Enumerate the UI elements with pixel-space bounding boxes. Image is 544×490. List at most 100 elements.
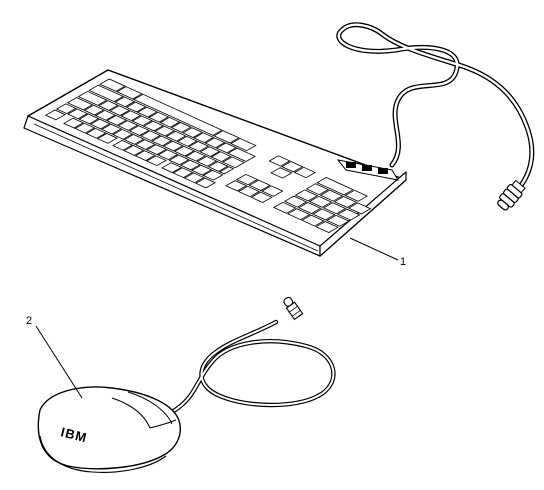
keyboard-key bbox=[305, 183, 330, 196]
mouse-illustration: IBM 2 bbox=[26, 296, 336, 473]
keyboard-key bbox=[123, 134, 145, 145]
mouse-callout-number: 2 bbox=[26, 315, 32, 327]
keyboard-key bbox=[215, 142, 237, 154]
keyboard-key bbox=[308, 195, 333, 208]
keyboard-key bbox=[100, 123, 122, 135]
keyboard-key bbox=[347, 202, 372, 215]
keyboard-keys bbox=[44, 78, 372, 233]
keyboard-key bbox=[66, 97, 94, 111]
keyboard-key bbox=[283, 195, 308, 208]
status-light bbox=[362, 165, 372, 171]
keyboard-key bbox=[176, 135, 198, 147]
keyboard-key bbox=[185, 150, 207, 162]
keyboard-key bbox=[106, 115, 128, 126]
keyboard-key bbox=[173, 145, 195, 157]
keyboard-key bbox=[188, 141, 210, 152]
keyboard-key bbox=[312, 208, 336, 221]
keyboard-right-edge bbox=[319, 171, 407, 257]
keyboard-key bbox=[322, 202, 347, 215]
keyboard-key bbox=[116, 86, 143, 100]
keyboard-key bbox=[207, 161, 229, 172]
keyboard-key bbox=[326, 214, 350, 227]
mouse-button-split bbox=[111, 397, 151, 429]
keyboard-key bbox=[131, 115, 153, 127]
keyboard-key bbox=[199, 146, 221, 157]
keyboard-key bbox=[134, 139, 156, 150]
keyboard-key bbox=[136, 106, 158, 118]
keyboard-key bbox=[63, 117, 84, 129]
keyboard-key bbox=[183, 172, 205, 184]
keyboard-key bbox=[294, 189, 319, 202]
keyboard-key bbox=[213, 130, 240, 144]
keyboard-key bbox=[218, 166, 235, 175]
keyboard-key bbox=[179, 159, 201, 171]
mouse-button-seam bbox=[149, 419, 177, 429]
keyboard-key bbox=[159, 116, 181, 128]
keyboard-key bbox=[146, 144, 168, 155]
keyboard-key bbox=[225, 180, 248, 192]
keyboard-key bbox=[182, 127, 203, 138]
keyboard-key bbox=[170, 122, 192, 133]
mouse-button-edge bbox=[127, 391, 173, 425]
keyboard-key bbox=[85, 127, 107, 139]
keyboard-key bbox=[195, 177, 216, 189]
keyboard-key bbox=[99, 78, 126, 92]
keyboard-key bbox=[161, 162, 183, 173]
keyboard-key bbox=[154, 125, 176, 137]
keyboard-key bbox=[140, 130, 161, 142]
keyboard-key bbox=[125, 101, 147, 113]
mouse-side bbox=[39, 435, 167, 473]
mouse-cable-inner bbox=[171, 321, 335, 413]
keyboard-key bbox=[145, 155, 167, 167]
svg-text:IBM: IBM bbox=[59, 424, 89, 445]
keyboard-key bbox=[55, 103, 77, 115]
keyboard-key bbox=[109, 105, 131, 116]
keyboard-key bbox=[250, 191, 273, 203]
keyboard-key bbox=[270, 167, 293, 179]
keyboard-key bbox=[142, 120, 164, 132]
keyboard-key bbox=[78, 113, 100, 125]
keyboard-key bbox=[97, 100, 119, 111]
keyboard-callout-leader bbox=[349, 237, 399, 261]
keyboard-key bbox=[227, 147, 256, 162]
keyboard-key bbox=[114, 96, 136, 108]
keyboard-key bbox=[94, 109, 116, 121]
keyboard-key bbox=[117, 120, 139, 131]
keyboard-status-panel bbox=[336, 159, 400, 181]
keyboard-key bbox=[261, 185, 284, 197]
keyboard-illustration: 1 bbox=[23, 22, 535, 268]
keyboard-key bbox=[112, 139, 134, 151]
keyboard-plug bbox=[497, 179, 526, 211]
keyboard-key bbox=[272, 201, 297, 214]
keyboard-key bbox=[336, 208, 361, 221]
keyboard-key bbox=[44, 109, 66, 121]
mouse-body bbox=[37, 386, 181, 470]
keyboard-key bbox=[151, 135, 173, 147]
keyboard-key bbox=[237, 185, 260, 198]
status-light bbox=[378, 168, 388, 174]
keyboard-front-groove bbox=[33, 123, 319, 252]
keyboard-key bbox=[83, 104, 105, 116]
keyboard-key bbox=[133, 93, 223, 136]
keyboard-key bbox=[230, 137, 257, 152]
keyboard-key bbox=[191, 164, 213, 176]
keyboard-key bbox=[96, 133, 118, 144]
keyboard-key bbox=[287, 208, 311, 221]
ibm-logo: IBM bbox=[59, 424, 89, 445]
keyboard-key bbox=[165, 130, 187, 142]
keyboard-key bbox=[162, 140, 184, 152]
keyboard-key bbox=[196, 155, 218, 167]
keyboard-key bbox=[333, 196, 358, 208]
keyboard-key bbox=[193, 132, 215, 144]
mouse-cable bbox=[169, 319, 336, 415]
status-light bbox=[346, 162, 356, 168]
keyboard-key bbox=[221, 156, 246, 169]
keyboard-key bbox=[316, 177, 354, 196]
keyboard-key bbox=[204, 137, 226, 149]
keyboard-key bbox=[168, 154, 190, 166]
keyboard-key bbox=[88, 84, 125, 103]
mouse-plug bbox=[283, 296, 304, 321]
keyboard-key bbox=[281, 161, 304, 173]
keyboard-key bbox=[67, 108, 89, 120]
